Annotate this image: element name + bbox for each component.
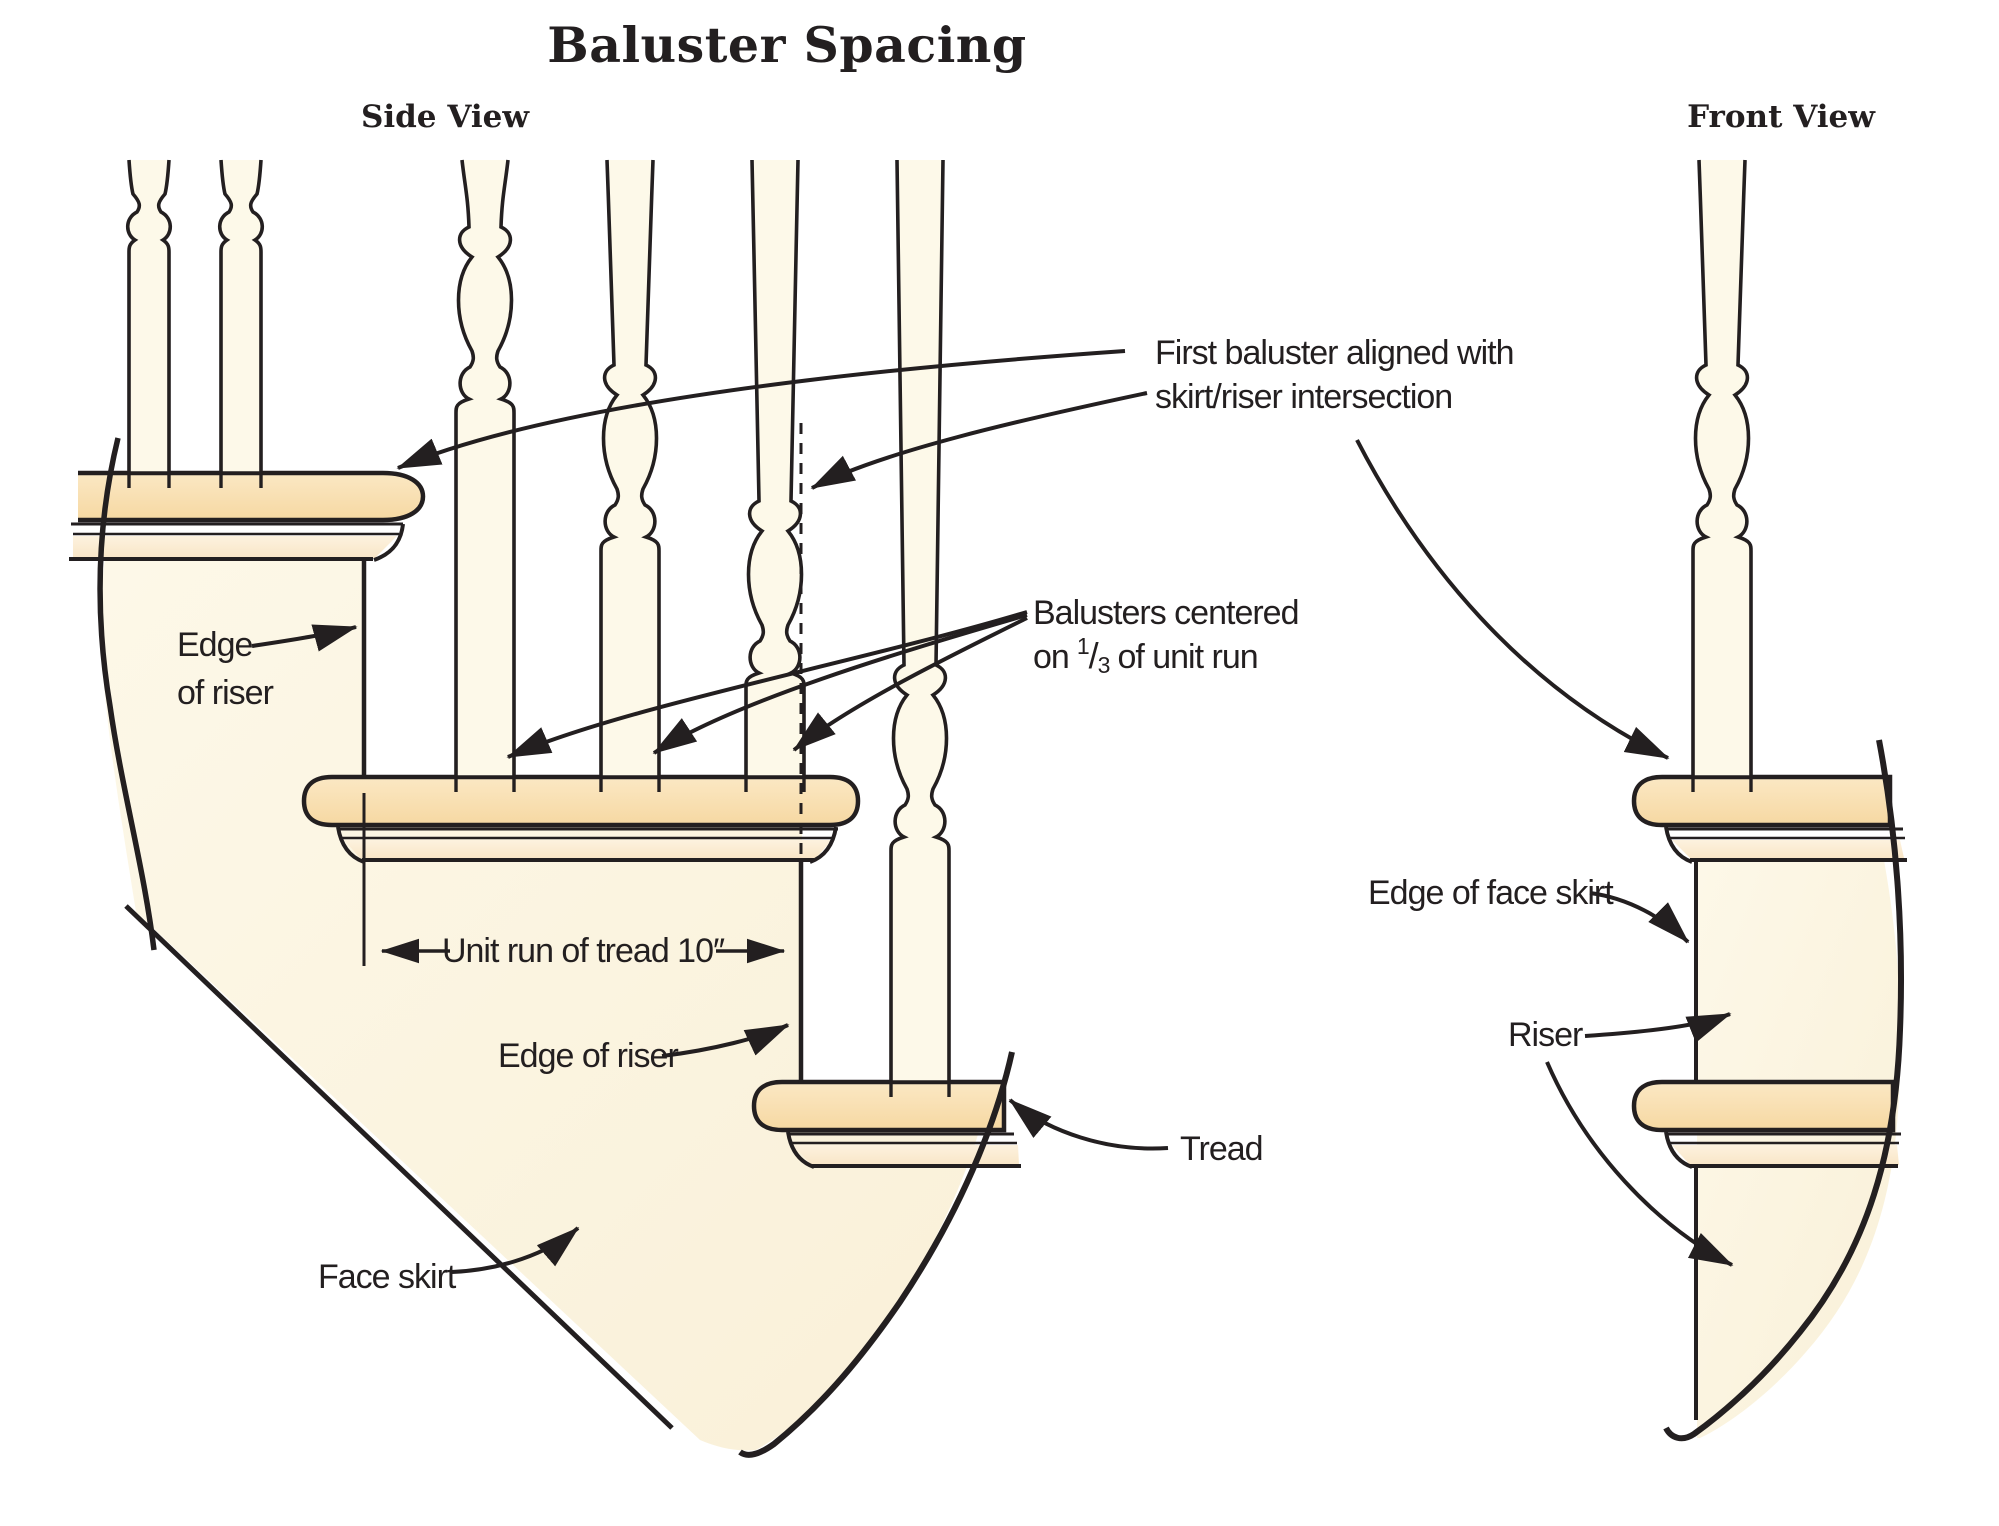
tread-top [69,470,426,562]
label-first-baluster-line2: skirt/riser intersection [1155,378,1452,416]
label-balusters-centered-line1: Balusters centered [1033,594,1299,632]
tread-middle [301,774,861,864]
label-face-skirt: Face skirt [318,1258,457,1296]
arrow-balusters-centered-2 [652,613,1028,755]
label-edge-of-riser-upper-line1: Edge [177,626,252,664]
baluster-base-ticks [127,473,951,1097]
baluster-4 [599,159,661,779]
fraction-numerator: 1 [1077,633,1089,659]
arrow-first-baluster-2 [810,391,1148,490]
arrow-first-baluster-1 [396,349,1126,470]
label-edge-of-face-skirt: Edge of face skirt [1368,874,1614,912]
baluster-6 [889,159,951,1084]
baluster-3 [454,159,516,779]
side-view [69,159,1021,1458]
arrow-edge-of-riser-lower [661,1023,790,1058]
leader-arrows [251,349,1734,1274]
labels: Baluster Spacing Side View Front View Fi… [177,16,1876,1296]
baluster-2 [217,159,265,475]
label-first-baluster-line1: First baluster aligned with [1155,334,1514,372]
label-tread: Tread [1180,1130,1263,1168]
skirt-right-cut-curve [738,1051,1015,1458]
front-skirt-cut-curve [1663,739,1905,1442]
front-baluster-base-ticks [1691,777,1753,792]
skirt-left-cut-curve [97,437,157,951]
arrow-tread [1008,1098,1169,1151]
label-edge-of-riser-lower: Edge of riser [498,1037,678,1075]
label-unit-run: Unit run of tread 10″ [442,932,725,970]
arrow-balusters-centered-1 [506,610,1028,759]
arrow-edge-of-riser-upper [251,624,358,652]
front-view-title: Front View [1687,99,1876,135]
balusters-side [125,159,951,1084]
arrow-balusters-centered-3 [792,616,1028,752]
fraction-denominator: 3 [1098,652,1110,678]
label-riser: Riser [1508,1016,1583,1054]
label-edge-of-riser-upper-line2: of riser [177,674,274,712]
front-view [1631,159,1907,1442]
skirt-diagonal-edge [124,904,674,1430]
arrow-riser-up [1584,1012,1732,1043]
arrow-riser-down [1545,1061,1734,1267]
baluster-1 [125,159,173,475]
page-title: Baluster Spacing [547,16,1026,74]
front-tread-upper [1631,774,1907,864]
arrow-edge-of-face-skirt [1589,891,1690,944]
front-tread-lower [1631,1079,1901,1169]
arrow-front-intersection [1355,439,1670,760]
front-baluster [1691,159,1753,779]
arrow-face-skirt [451,1226,580,1274]
side-view-title: Side View [361,99,530,135]
fraction-slash: / [1089,635,1099,676]
tread-bottom [751,1079,1021,1169]
